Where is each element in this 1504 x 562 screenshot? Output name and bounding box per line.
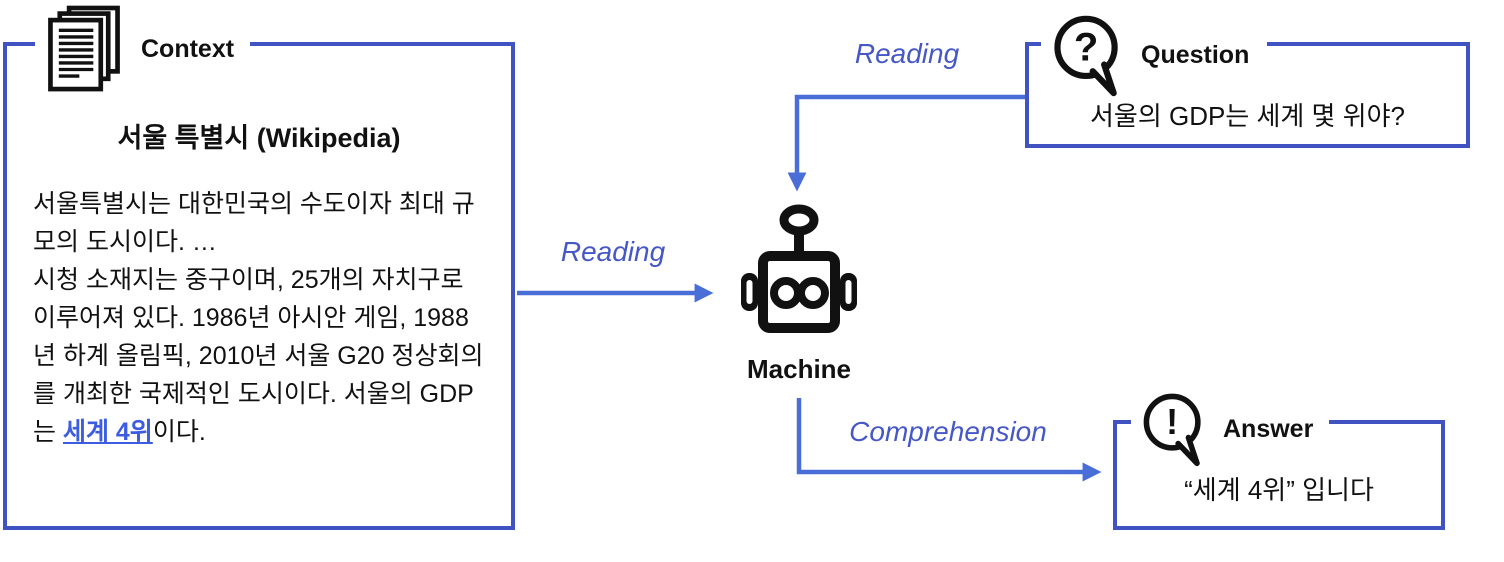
context-box-label: Context bbox=[141, 34, 235, 63]
reading-label-question: Reading bbox=[854, 38, 960, 69]
context-paragraph-line2-after-link: 이다. bbox=[152, 418, 206, 446]
answer-box-header: ! Answer bbox=[1131, 387, 1330, 471]
reading-label-context: Reading bbox=[560, 236, 666, 267]
machine: Machine bbox=[731, 203, 867, 385]
documents-icon bbox=[43, 3, 125, 95]
context-box-header: Context bbox=[35, 2, 251, 96]
question-box: ? Question 서울의 GDP는 세계 몇 위야? bbox=[1025, 8, 1470, 148]
context-title: 서울 특별시 (Wikipedia) bbox=[117, 123, 401, 153]
answer-text: “세계 4위” 입니다 bbox=[1184, 475, 1374, 505]
question-box-label: Question bbox=[1141, 40, 1250, 69]
robot-icon bbox=[733, 203, 865, 335]
machine-label: Machine bbox=[746, 354, 852, 384]
question-bubble-icon: ? bbox=[1047, 9, 1127, 101]
context-answer-link[interactable]: 세계 4위 bbox=[62, 418, 153, 446]
exclamation-bubble-icon: ! bbox=[1137, 388, 1209, 470]
exclamation-glyph: ! bbox=[1166, 401, 1178, 442]
arrow-question-to-machine bbox=[787, 94, 1025, 192]
comprehension-label: Comprehension bbox=[849, 416, 1047, 447]
context-paragraph-line2-before-link: 시청 소재지는 중구이며, 25개의 자치구로 이루어져 있다. 1986년 아… bbox=[33, 266, 484, 446]
question-glyph: ? bbox=[1074, 26, 1098, 70]
context-paragraph-line1: 서울특별시는 대한민국의 수도이자 최대 규모의 도시이다. … bbox=[33, 190, 475, 256]
question-text: 서울의 GDP는 세계 몇 위야? bbox=[1090, 101, 1405, 131]
answer-box-label: Answer bbox=[1223, 414, 1314, 443]
context-paragraph: 서울특별시는 대한민국의 수도이자 최대 규모의 도시이다. … 시청 소재지는… bbox=[7, 185, 511, 451]
question-box-header: ? Question bbox=[1041, 8, 1268, 102]
answer-box: ! Answer “세계 4위” 입니다 bbox=[1113, 387, 1445, 530]
context-box: Context 서울 특별시 (Wikipedia) 서울특별시는 대한민국의 … bbox=[3, 2, 515, 530]
